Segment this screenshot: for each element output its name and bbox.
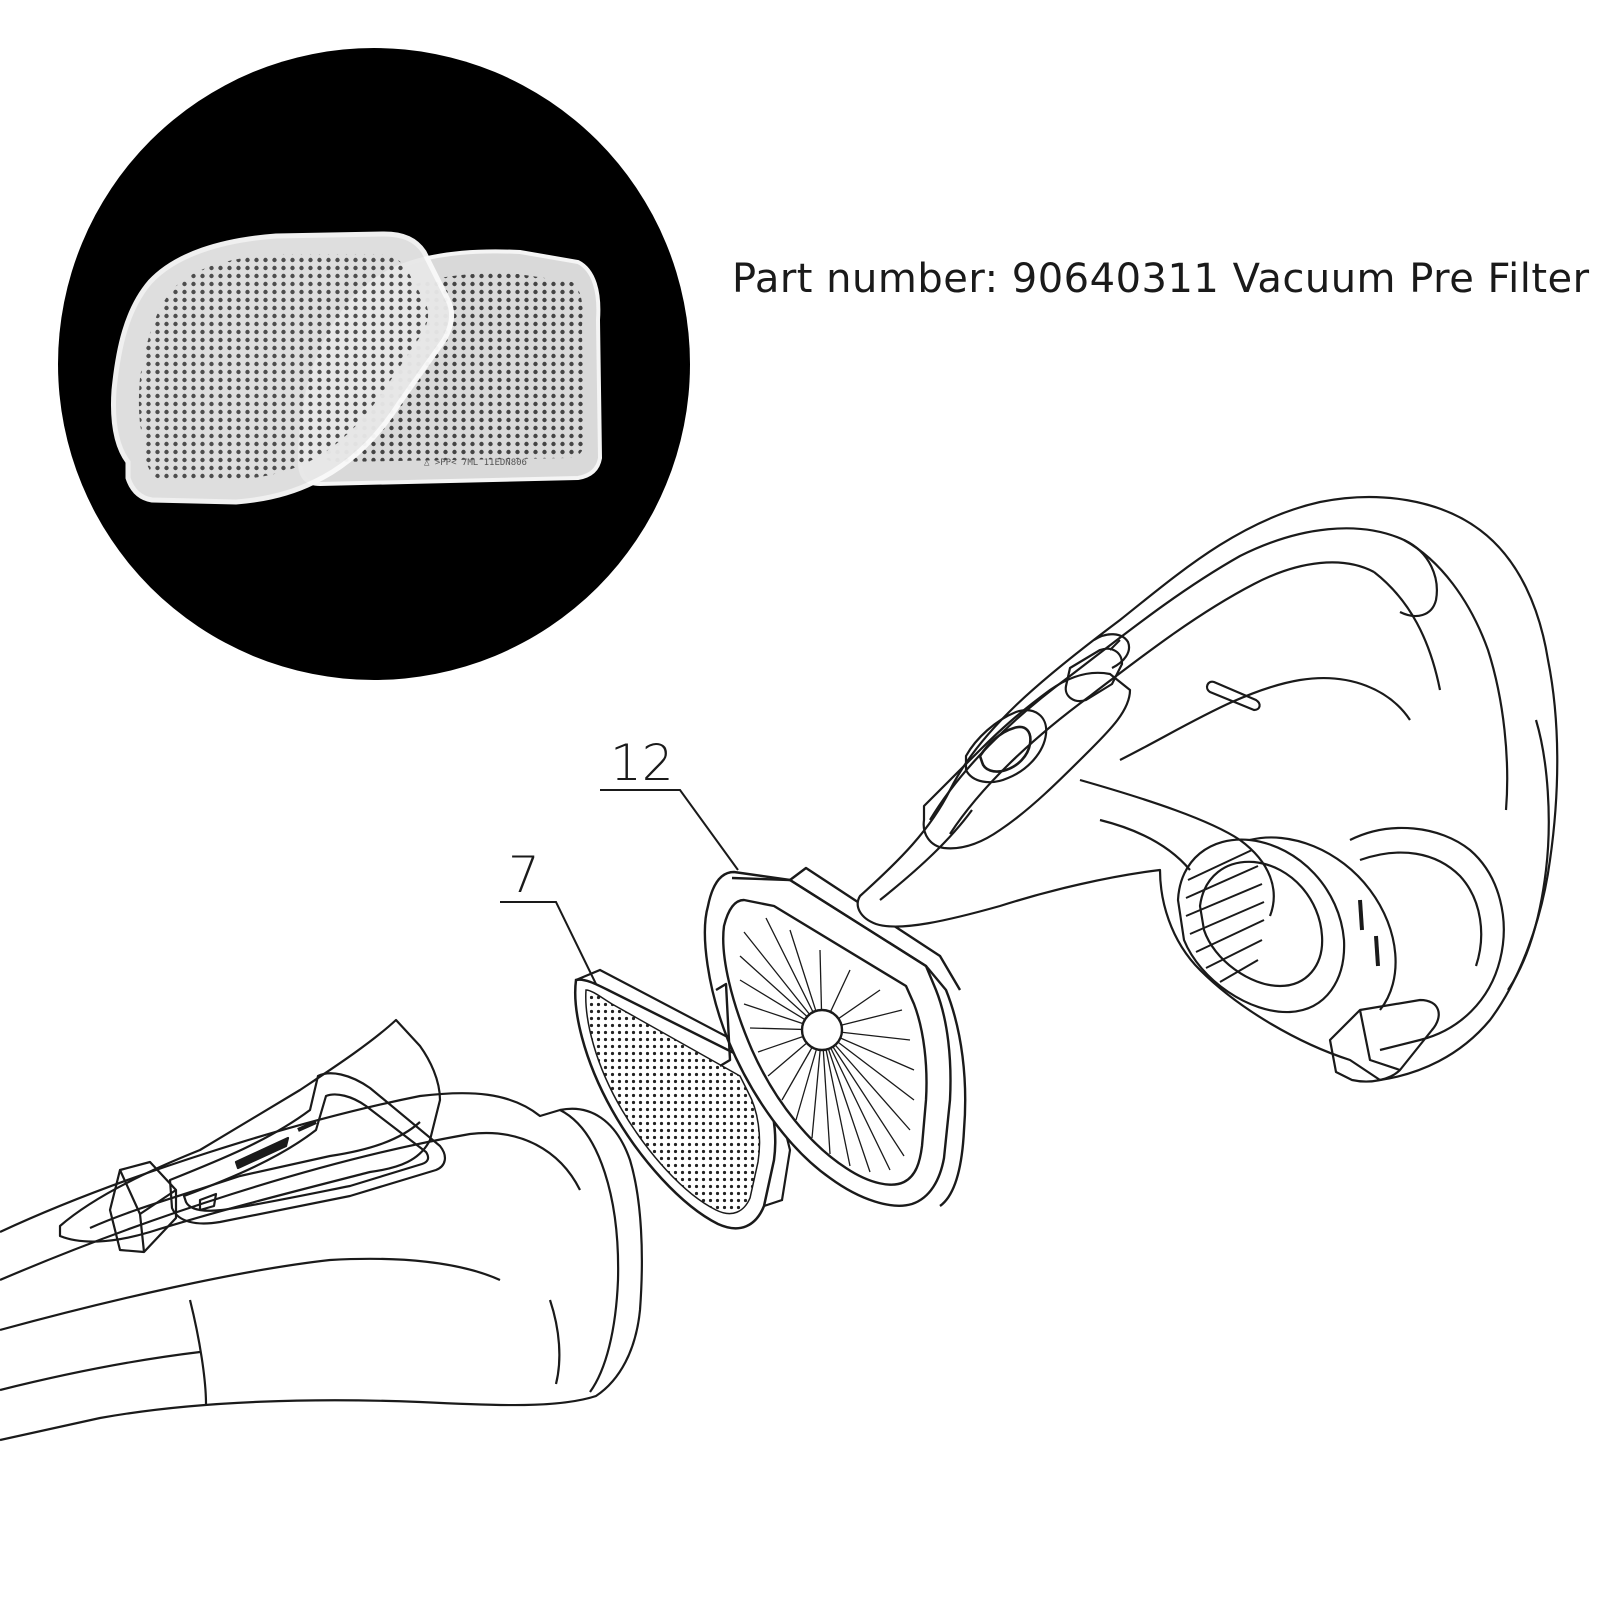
leader-line-7 — [500, 901, 597, 985]
handle-top — [929, 527, 1438, 821]
top-cover — [58, 1018, 442, 1243]
power-button — [964, 709, 1048, 784]
dust-window — [168, 1072, 446, 1225]
motor-housing — [856, 495, 1559, 1082]
filter-marking: △ >PP< 7ML 11EDN806 — [424, 458, 527, 468]
part-7-pre-filter — [574, 968, 792, 1230]
motor-vent — [1176, 838, 1346, 1014]
vacuum-body — [0, 1018, 643, 1442]
body-shell — [0, 1092, 643, 1442]
leader-lines — [500, 789, 739, 985]
callout-part-12: 12 — [610, 734, 674, 792]
filter-front — [111, 231, 454, 505]
rear-plate — [1349, 826, 1505, 1052]
indicator-slot — [1205, 680, 1261, 712]
leader-line-12 — [600, 789, 739, 871]
slider-switch — [1064, 647, 1124, 703]
rear-foot — [1328, 998, 1440, 1083]
motor-unit — [856, 495, 1559, 1083]
part-12-filter-frame — [703, 866, 967, 1207]
button-panel — [922, 671, 1132, 850]
release-latch — [108, 1160, 178, 1254]
power-button-inner — [978, 725, 1032, 773]
vent-grille — [1185, 849, 1265, 983]
callout-part-7: 7 — [508, 846, 540, 904]
part-number-heading: Part number: 90640311 Vacuum Pre Filter — [732, 256, 1590, 302]
product-photo: △ >PP< 7ML 11EDN806 — [58, 48, 690, 680]
